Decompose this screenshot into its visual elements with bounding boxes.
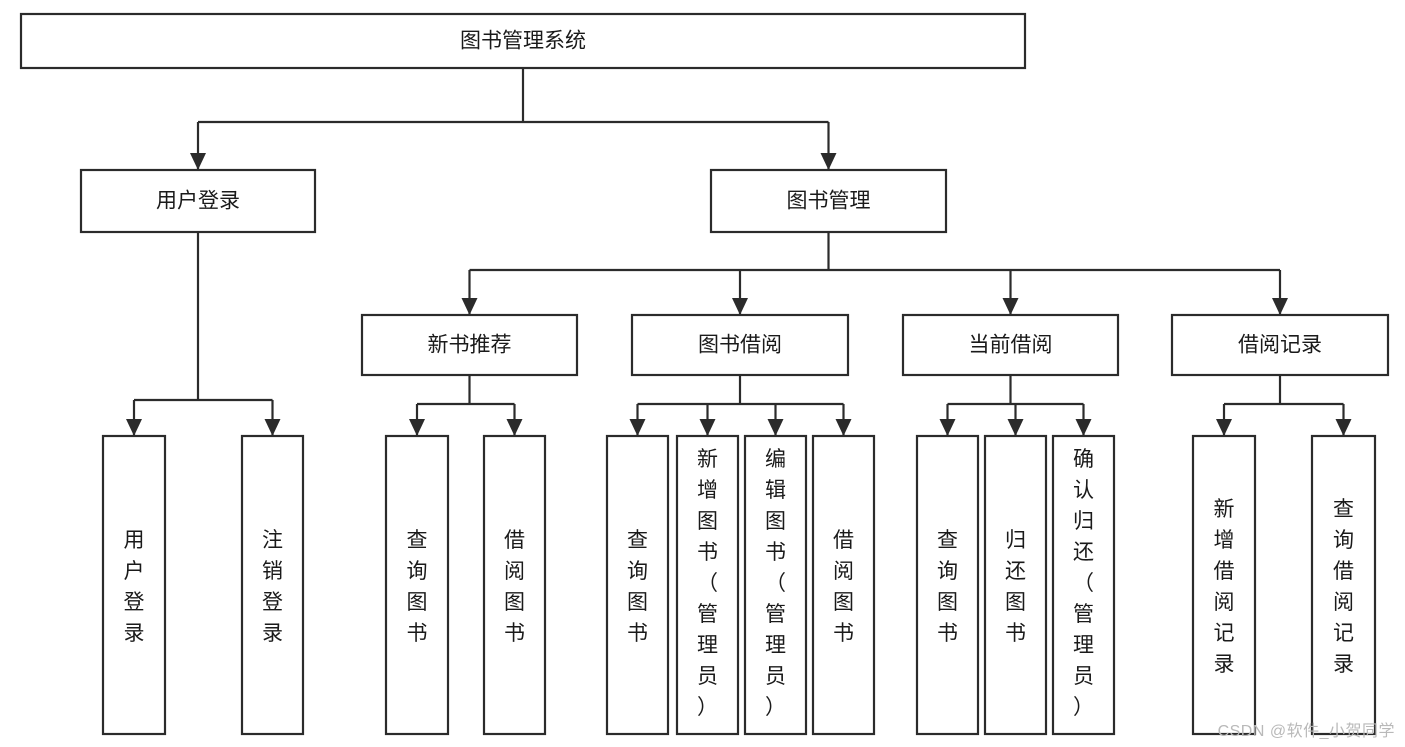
arrow-head-icon	[732, 298, 748, 315]
leaf-box[interactable]	[605, 434, 670, 736]
leaf-box[interactable]	[983, 434, 1048, 736]
level3-label: 新书推荐	[428, 334, 512, 357]
arrow-head-icon	[409, 419, 425, 436]
leaf-box[interactable]	[240, 434, 305, 736]
level3-label: 当前借阅	[969, 334, 1053, 357]
arrow-head-icon	[939, 419, 956, 436]
level3-node[interactable]: 图书借阅	[630, 313, 850, 377]
leaf-label: 借阅图书	[504, 529, 525, 645]
leaf-box[interactable]	[811, 434, 876, 736]
root-label: 图书管理系统	[460, 30, 586, 53]
arrow-head-icon	[1075, 419, 1092, 436]
level2-node[interactable]: 用户登录	[79, 168, 317, 234]
level3-box[interactable]	[901, 313, 1120, 377]
leaf-node[interactable]: 用户登录	[101, 434, 167, 736]
level2-node[interactable]: 图书管理	[709, 168, 948, 234]
arrow-head-icon	[1002, 298, 1019, 315]
arrow-head-icon	[699, 419, 716, 436]
leaf-box[interactable]	[101, 434, 167, 736]
level3-label: 图书借阅	[698, 334, 782, 357]
leaf-label: 用户登录	[124, 529, 145, 645]
root-box[interactable]	[19, 12, 1027, 70]
leaf-node[interactable]: 借阅图书	[482, 434, 547, 736]
leaf-node[interactable]: 查询借阅记录	[1310, 434, 1377, 736]
leaf-label: 确认归还（管理员）	[1073, 448, 1094, 719]
level3-node[interactable]: 当前借阅	[901, 313, 1120, 377]
leaf-node[interactable]: 查询图书	[384, 434, 450, 736]
leaf-node[interactable]: 查询图书	[915, 434, 980, 736]
leaf-label: 新增借阅记录	[1214, 498, 1235, 676]
leaf-box[interactable]	[915, 434, 980, 736]
leaf-box[interactable]	[384, 434, 450, 736]
leaf-node[interactable]: 归还图书	[983, 434, 1048, 736]
level3-box[interactable]	[1170, 313, 1390, 377]
level3-node[interactable]: 新书推荐	[360, 313, 579, 377]
arrow-head-icon	[506, 419, 523, 436]
leaf-node[interactable]: 编辑图书（管理员）	[743, 434, 808, 736]
leaf-box[interactable]	[1051, 434, 1116, 736]
level3-label: 借阅记录	[1238, 334, 1322, 357]
leaf-node[interactable]: 借阅图书	[811, 434, 876, 736]
arrow-head-icon	[835, 419, 852, 436]
leaf-label: 归还图书	[1005, 529, 1026, 645]
leaf-box[interactable]	[482, 434, 547, 736]
level2-box[interactable]	[79, 168, 317, 234]
level3-node[interactable]: 借阅记录	[1170, 313, 1390, 377]
arrow-head-icon	[1272, 298, 1288, 315]
leaf-label: 编辑图书（管理员）	[765, 448, 786, 719]
leaf-node[interactable]: 新增图书（管理员）	[675, 434, 740, 736]
arrow-head-icon	[820, 153, 837, 170]
arrow-head-icon	[190, 153, 206, 170]
leaf-box[interactable]	[1191, 434, 1257, 736]
arrow-head-icon	[126, 419, 142, 436]
leaf-label: 查询图书	[407, 529, 428, 645]
arrow-head-icon	[1216, 419, 1232, 436]
arrow-head-icon	[1335, 419, 1352, 436]
level2-label: 用户登录	[156, 190, 240, 213]
leaf-box[interactable]	[743, 434, 808, 736]
leaf-node[interactable]: 确认归还（管理员）	[1051, 434, 1116, 736]
leaf-box[interactable]	[1310, 434, 1377, 736]
leaf-label: 新增图书（管理员）	[697, 448, 718, 719]
level2-box[interactable]	[709, 168, 948, 234]
node-layer: 图书管理系统用户登录图书管理新书推荐图书借阅当前借阅借阅记录用户登录注销登录查询…	[19, 12, 1390, 736]
arrow-head-icon	[264, 419, 281, 436]
arrow-head-icon	[1007, 419, 1024, 436]
leaf-node[interactable]: 查询图书	[605, 434, 670, 736]
leaf-label: 查询借阅记录	[1333, 498, 1354, 676]
arrow-head-icon	[629, 419, 646, 436]
level2-label: 图书管理	[787, 190, 871, 213]
leaf-label: 注销登录	[262, 529, 283, 645]
leaf-label: 查询图书	[627, 529, 648, 645]
leaf-label: 借阅图书	[833, 529, 854, 645]
leaf-box[interactable]	[675, 434, 740, 736]
leaf-node[interactable]: 新增借阅记录	[1191, 434, 1257, 736]
arrow-head-icon	[767, 419, 784, 436]
leaf-label: 查询图书	[937, 529, 958, 645]
level3-box[interactable]	[360, 313, 579, 377]
root-node[interactable]: 图书管理系统	[19, 12, 1027, 70]
arrow-head-icon	[461, 298, 478, 315]
level3-box[interactable]	[630, 313, 850, 377]
leaf-node[interactable]: 注销登录	[240, 434, 305, 736]
connector-layer	[126, 68, 1352, 436]
